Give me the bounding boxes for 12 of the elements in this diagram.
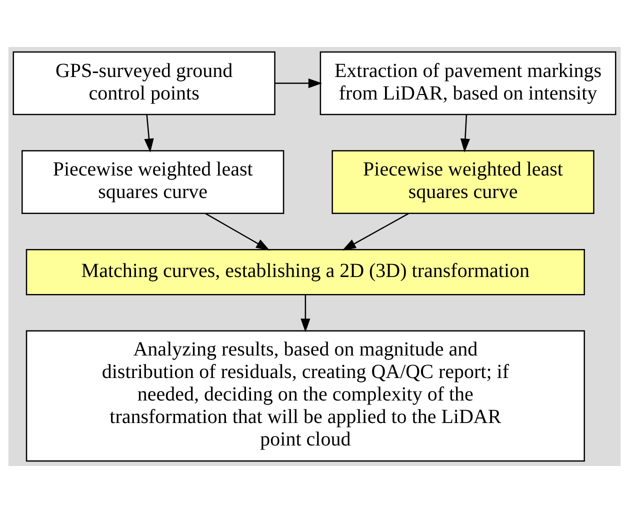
node-box: Piecewise weighted least squares curve bbox=[22, 150, 284, 214]
node-box: Matching curves, establishing a 2D (3D) transformation bbox=[26, 249, 585, 296]
arrow bbox=[342, 212, 410, 250]
arrow bbox=[205, 212, 270, 250]
node-box: GPS-surveyed ground control points bbox=[12, 51, 276, 116]
arrow bbox=[275, 78, 322, 88]
node-box: Extraction of pavement markings from LiDAR, based on intensity bbox=[320, 51, 616, 116]
arrow bbox=[144, 114, 154, 152]
arrow bbox=[460, 114, 470, 152]
arrow bbox=[300, 295, 310, 332]
node-box: Analyzing results, based on magnitude and distribution of residuals, creating QA/QC report; if needed, deciding on the complexity of the transformation that will be applied to the LiDAR point cloud bbox=[26, 330, 585, 462]
node-box: Piecewise weighted least squares curve bbox=[332, 150, 594, 214]
